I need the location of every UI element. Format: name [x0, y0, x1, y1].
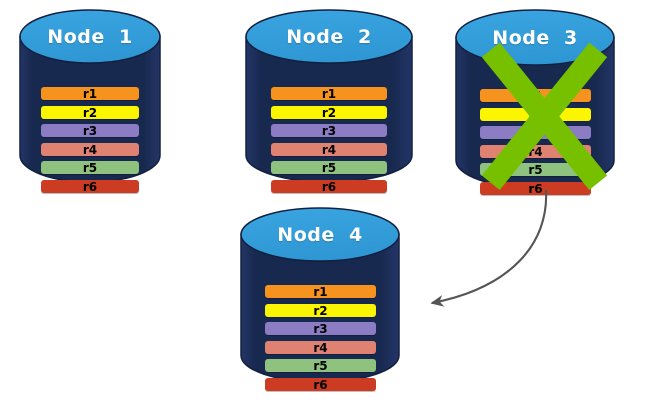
row-bar-r1[interactable]: r1	[41, 87, 139, 100]
row-label-r4: r4	[528, 144, 543, 159]
row-label-r5: r5	[528, 163, 543, 178]
row-bar-r5[interactable]: r5	[480, 163, 591, 178]
row-label-r3: r3	[528, 126, 543, 141]
cylinder-top-cap	[240, 207, 400, 262]
row-label-r3: r3	[82, 124, 98, 139]
row-label-r5: r5	[82, 161, 98, 176]
row-label-r1: r1	[82, 87, 98, 101]
row-bar-r6[interactable]: r6	[480, 182, 591, 195]
row-label-r2: r2	[528, 107, 543, 122]
row-bar-r3[interactable]: r3	[271, 124, 387, 139]
row-bar-r1[interactable]: r1	[265, 285, 376, 298]
row-bar-r2[interactable]: r2	[271, 105, 387, 120]
row-label-r4: r4	[321, 142, 337, 157]
row-label-r6: r6	[321, 180, 337, 194]
row-bar-r6[interactable]: r6	[265, 378, 376, 391]
row-label-r1: r1	[528, 89, 543, 103]
row-label-r5: r5	[313, 359, 328, 374]
row-label-r4: r4	[82, 142, 98, 157]
row-bar-r4[interactable]: r4	[480, 144, 591, 159]
row-label-r2: r2	[82, 105, 98, 120]
cylinder-top-cap	[19, 9, 161, 64]
row-bar-r3[interactable]: r3	[480, 126, 591, 141]
row-bar-r1[interactable]: r1	[271, 87, 387, 100]
row-bar-r5[interactable]: r5	[41, 161, 139, 176]
row-bar-r2[interactable]: r2	[41, 105, 139, 120]
row-label-r2: r2	[313, 303, 328, 318]
row-label-r6: r6	[528, 182, 543, 196]
row-bar-r4[interactable]: r4	[265, 340, 376, 355]
node-title-4: Node 4	[277, 223, 363, 246]
row-bar-r6[interactable]: r6	[271, 180, 387, 193]
row-label-r6: r6	[313, 378, 328, 392]
node-title-1: Node 1	[47, 25, 133, 48]
row-bar-r2[interactable]: r2	[480, 107, 591, 122]
row-label-r4: r4	[313, 340, 328, 355]
row-bar-r4[interactable]: r4	[271, 142, 387, 157]
row-bar-r3[interactable]: r3	[265, 322, 376, 337]
row-label-r2: r2	[321, 105, 337, 120]
row-bar-r4[interactable]: r4	[41, 142, 139, 157]
row-label-r5: r5	[321, 161, 337, 176]
row-label-r1: r1	[313, 285, 328, 299]
row-label-r1: r1	[321, 87, 337, 101]
node-title-2: Node 2	[286, 25, 372, 48]
row-bar-r6[interactable]: r6	[41, 180, 139, 193]
row-label-r6: r6	[82, 180, 98, 194]
row-label-r3: r3	[321, 124, 337, 139]
row-bar-r3[interactable]: r3	[41, 124, 139, 139]
node-cylinder-3[interactable]: Node 3 r1 r2 r3 r4 r5 r6	[455, 8, 615, 195]
node-cylinder-4[interactable]: Node 4 r1 r2 r3 r4 r5 r6	[240, 206, 400, 391]
row-bar-r1[interactable]: r1	[480, 89, 591, 102]
node-cylinder-1[interactable]: Node 1 r1 r2 r3 r4 r5 r6	[19, 8, 161, 193]
row-bar-r5[interactable]: r5	[271, 161, 387, 176]
cylinder-top-cap	[245, 9, 413, 64]
node-title-3: Node 3	[492, 26, 578, 49]
row-bar-r5[interactable]: r5	[265, 359, 376, 374]
node-cylinder-2[interactable]: Node 2 r1 r2 r3 r4 r5 r6	[245, 8, 413, 193]
row-bar-r2[interactable]: r2	[265, 303, 376, 318]
row-label-r3: r3	[313, 322, 328, 337]
